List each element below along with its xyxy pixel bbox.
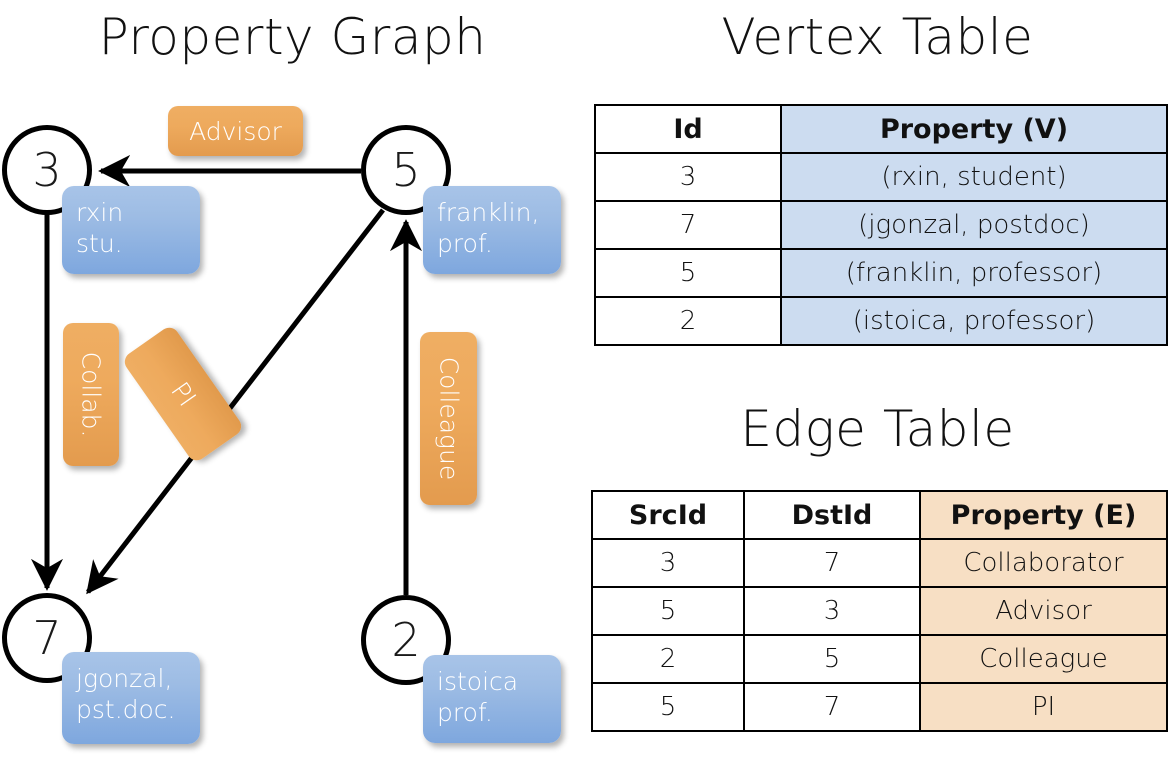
node-property-line2: stu. xyxy=(76,228,123,258)
edge-property: Collaborator xyxy=(919,538,1168,588)
graph-title: Property Graph xyxy=(98,8,487,66)
vertex-property: (rxin, student) xyxy=(780,152,1168,202)
graph-node-5[interactable]: 5 xyxy=(361,125,451,215)
table-row[interactable]: 5 (franklin, professor) xyxy=(594,248,1168,298)
node-property-line1: rxin xyxy=(76,198,124,227)
vertex-id: 2 xyxy=(594,296,782,346)
edge-dstid: 5 xyxy=(743,634,921,684)
node-property-line2: pst.doc. xyxy=(76,694,176,724)
node-property-line2: prof. xyxy=(437,697,493,727)
edge-label-collab-text: Collab. xyxy=(76,351,106,438)
edge-srcid: 5 xyxy=(591,586,745,636)
edge-dstid: 7 xyxy=(743,538,921,588)
edge-dstid: 3 xyxy=(743,586,921,636)
edge-property: Advisor xyxy=(919,586,1168,636)
node-property-callout-5: franklin, prof. xyxy=(423,186,561,274)
vertex-id: 3 xyxy=(594,152,782,202)
node-property-line2: prof. xyxy=(437,228,493,258)
edge-label-collab: Collab. xyxy=(63,323,119,466)
graph-node-2[interactable]: 2 xyxy=(361,595,451,685)
edge-label-advisor-text: Advisor xyxy=(189,116,282,146)
vertex-col-id: Id xyxy=(594,104,782,154)
table-header-row: SrcId DstId Property (E) xyxy=(591,490,1168,540)
table-row[interactable]: 7 (jgonzal, postdoc) xyxy=(594,200,1168,250)
edge-table-title: Edge Table xyxy=(740,400,1015,458)
edge-dstid: 7 xyxy=(743,682,921,732)
vertex-table-title: Vertex Table xyxy=(721,8,1034,66)
node-property-callout-3: rxin stu. xyxy=(62,186,200,274)
vertex-table: Id Property (V) 3 (rxin, student) 7 (jgo… xyxy=(594,104,1168,346)
edge-property: PI xyxy=(919,682,1168,732)
edge-srcid: 3 xyxy=(591,538,745,588)
table-header-row: Id Property (V) xyxy=(594,104,1168,154)
table-row[interactable]: 5 7 PI xyxy=(591,682,1168,732)
table-row[interactable]: 5 3 Advisor xyxy=(591,586,1168,636)
node-property-line1: jgonzal, xyxy=(76,664,173,693)
edge-property: Colleague xyxy=(919,634,1168,684)
property-graph-panel: Property Graph 3 5 7 2 rxin stu. frankli… xyxy=(2,8,561,744)
table-row[interactable]: 2 (istoica, professor) xyxy=(594,296,1168,346)
vertex-id: 5 xyxy=(594,248,782,298)
node-property-line1: istoica xyxy=(437,667,519,696)
graph-edges xyxy=(30,154,423,595)
vertex-id: 7 xyxy=(594,200,782,250)
edge-col-property: Property (E) xyxy=(919,490,1168,540)
edge-srcid: 5 xyxy=(591,682,745,732)
edge-label-pi-text: PI xyxy=(164,376,202,412)
edge-5-to-7 xyxy=(86,208,385,595)
table-row[interactable]: 3 7 Collaborator xyxy=(591,538,1168,588)
edge-col-srcid: SrcId xyxy=(591,490,745,540)
vertex-col-property: Property (V) xyxy=(780,104,1168,154)
table-row[interactable]: 2 5 Colleague xyxy=(591,634,1168,684)
edge-table: SrcId DstId Property (E) 3 7 Collaborato… xyxy=(591,490,1168,732)
vertex-property: (istoica, professor) xyxy=(780,296,1168,346)
edge-label-colleague: Colleague xyxy=(420,332,477,505)
vertex-property: (jgonzal, postdoc) xyxy=(780,200,1168,250)
table-row[interactable]: 3 (rxin, student) xyxy=(594,152,1168,202)
node-property-callout-2: istoica prof. xyxy=(423,655,561,743)
node-property-line1: franklin, xyxy=(437,198,540,227)
node-property-callout-7: jgonzal, pst.doc. xyxy=(62,652,200,744)
vertex-property: (franklin, professor) xyxy=(780,248,1168,298)
edge-label-colleague-text: Colleague xyxy=(434,356,464,481)
edge-label-advisor: Advisor xyxy=(168,106,303,156)
edge-col-dstid: DstId xyxy=(743,490,921,540)
edge-srcid: 2 xyxy=(591,634,745,684)
